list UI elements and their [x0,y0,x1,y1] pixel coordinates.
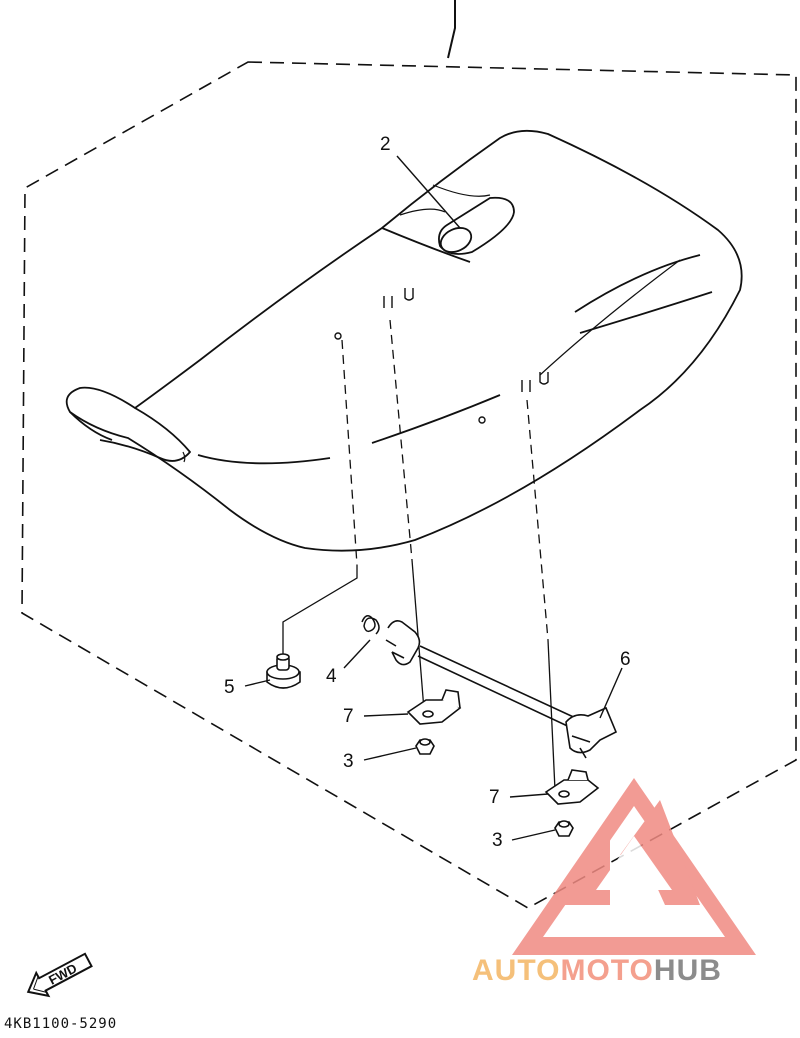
watermark-text: AUTOMOTOHUB [472,954,722,987]
callout-3-lower: 3 [492,830,503,851]
spring-part-4 [361,615,380,635]
assembly-centerlines [341,319,549,641]
callout-7-lower: 7 [489,787,500,808]
callout-4: 4 [326,666,337,687]
nut-part-3-upper [415,738,435,755]
callout-5: 5 [224,677,235,698]
seat [65,129,743,552]
assembly-leader-line [447,0,456,59]
seat-lock-part-6 [385,620,618,759]
callout-3-upper: 3 [343,751,354,772]
seat-mounting-holes [334,288,549,424]
watermark-moto: MOTO [560,954,653,987]
callout-7-upper: 7 [343,706,354,727]
damper-part-5 [266,653,301,689]
bracket-part-7-lower [544,769,600,805]
bracket-part-7-upper [406,689,462,725]
watermark-logo [512,778,756,955]
drawing-code: 4KB1100-5290 [4,1016,117,1032]
fwd-label: FWD [46,961,79,988]
callout-6: 6 [620,649,631,670]
fwd-arrow-icon: FWD [26,952,93,998]
seat-bushing-part-2 [438,196,515,255]
watermark-auto: AUTO [472,954,560,987]
nut-part-3-lower [554,820,574,837]
callout-2: 2 [380,134,391,155]
watermark-hub: HUB [654,954,722,987]
assembly-solid-lines [282,559,556,791]
callout-leaders [244,155,623,841]
